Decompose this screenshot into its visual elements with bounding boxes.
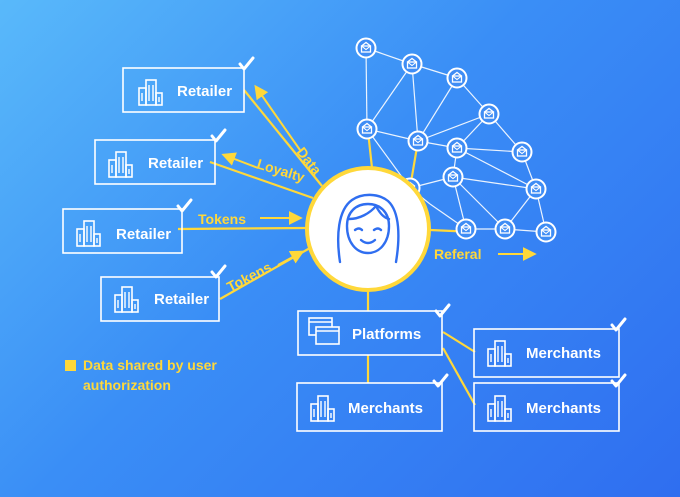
envelope-node-icon	[401, 53, 423, 75]
envelope-node-icon	[478, 103, 500, 125]
envelope-node-icon	[446, 137, 468, 159]
envelope-node-icon	[511, 141, 533, 163]
spoke-retailer-2	[209, 160, 314, 200]
center-user	[305, 166, 431, 292]
retailer-box	[94, 139, 216, 185]
envelope-node-icon	[525, 178, 547, 200]
arrow-data	[254, 84, 301, 151]
checkmark-icon	[610, 317, 627, 332]
checkmark-icon	[432, 373, 449, 388]
merchants-box	[473, 382, 620, 432]
platforms-box	[297, 310, 443, 356]
checkmark-icon	[210, 128, 227, 143]
network-link	[365, 47, 368, 130]
legend-text-line-2: authorization	[83, 377, 171, 393]
merchants-label: Merchants	[526, 345, 601, 362]
network-link	[417, 113, 490, 142]
building-icon	[108, 151, 133, 178]
network-link	[456, 147, 523, 153]
retailer-1: Retailer	[122, 56, 255, 113]
user-avatar-icon	[337, 193, 400, 264]
retailer-2: Retailer	[94, 128, 227, 185]
retailer-box	[100, 276, 220, 322]
network-link	[417, 77, 458, 142]
network-link	[452, 176, 537, 190]
arrow-tokens-out	[277, 250, 305, 266]
link-merchants-3	[442, 347, 476, 406]
windows-icon	[308, 317, 340, 345]
retailer-box	[122, 67, 245, 113]
envelope-node-icon	[446, 67, 468, 89]
platforms-label: Platforms	[352, 326, 421, 343]
envelope-node-icon	[355, 37, 377, 59]
link-merchants-2	[442, 331, 476, 353]
building-icon	[310, 395, 335, 422]
merchants-1: Merchants	[296, 373, 449, 432]
network-link	[452, 176, 506, 230]
network-link	[366, 63, 413, 130]
merchants-box	[296, 382, 443, 432]
merchants-label: Merchants	[348, 400, 423, 417]
envelope-node-icon	[535, 221, 557, 243]
checkmark-icon	[238, 56, 255, 71]
flow-label-tokens-in: Tokens	[198, 211, 246, 227]
merchants-box	[473, 328, 620, 378]
merchants-label: Merchants	[526, 400, 601, 417]
building-icon	[76, 220, 101, 247]
retailer-label: Retailer	[154, 291, 209, 308]
merchants-3: Merchants	[473, 373, 627, 432]
building-icon	[487, 340, 512, 367]
flow-label-referal: Referal	[434, 246, 481, 262]
retailer-box	[62, 208, 183, 254]
center-circle	[305, 166, 431, 292]
legend-swatch	[65, 360, 76, 371]
flow-arrows	[221, 84, 537, 266]
building-icon	[138, 79, 163, 106]
envelope-node-icon	[407, 130, 429, 152]
legend-text-line-1: Data shared by user	[83, 357, 217, 373]
platforms: Platforms	[297, 303, 451, 356]
envelope-node-icon	[455, 218, 477, 240]
building-icon	[487, 395, 512, 422]
retailer-label: Retailer	[148, 155, 203, 172]
retailer-3: Retailer	[62, 198, 193, 254]
envelope-node-icon	[356, 118, 378, 140]
connection-lines	[177, 89, 476, 406]
checkmark-icon	[176, 198, 193, 213]
spoke-retailer-1	[243, 89, 323, 187]
legend: Data shared by user authorization	[65, 357, 217, 393]
retailer-4: Retailer	[100, 264, 227, 322]
spoke-retailer-3	[177, 226, 307, 231]
flow-label-tokens-out: Tokens	[224, 259, 274, 295]
envelope-node-icon	[494, 218, 516, 240]
network-link	[456, 147, 537, 190]
network-link	[411, 63, 419, 142]
retailer-label: Retailer	[177, 83, 232, 100]
merchants-2: Merchants	[473, 317, 627, 378]
checkmark-icon	[210, 264, 227, 279]
envelope-node-icon	[442, 166, 464, 188]
arrow-loyalty	[221, 152, 259, 169]
retailer-label: Retailer	[116, 226, 171, 243]
building-icon	[114, 286, 139, 313]
